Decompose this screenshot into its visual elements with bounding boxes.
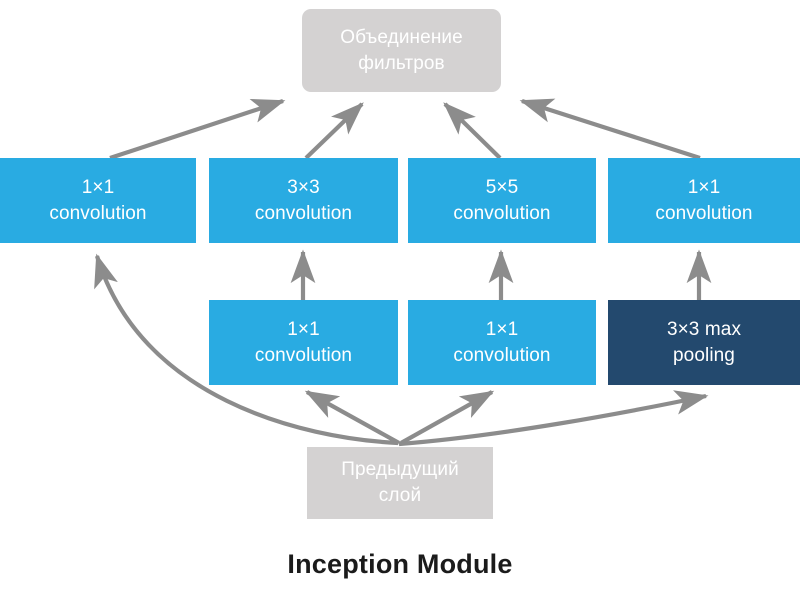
node-conv-3x3-label: 3×3 convolution	[254, 176, 353, 224]
node-conv-1x1-reduce-b[interactable]: 1×1 convolution	[209, 300, 398, 385]
node-previous-layer-label: Предыдущий слой	[341, 459, 459, 506]
node-filter-concatenation-label: Объединение фильтров	[340, 26, 463, 74]
arrow-prev-to-reduce-b	[304, 390, 401, 445]
node-conv-1x1-a-label: 1×1 convolution	[49, 176, 147, 224]
node-maxpool-3x3-label: 3×3 max pooling	[666, 318, 742, 366]
arrow-conv5x5-to-concat	[443, 102, 502, 160]
node-maxpool-3x3[interactable]: 3×3 max pooling	[608, 300, 800, 385]
node-filter-concatenation[interactable]: Объединение фильтров	[302, 9, 501, 92]
arrow-prev-to-maxpool	[398, 390, 709, 447]
node-conv-1x1-reduce-c[interactable]: 1×1 convolution	[408, 300, 596, 385]
node-previous-layer[interactable]: Предыдущий слой	[307, 447, 493, 519]
arrow-conv3x3-to-concat	[304, 102, 364, 160]
arrow-conv1x1a-to-concat	[109, 98, 286, 160]
node-conv-5x5[interactable]: 5×5 convolution	[408, 158, 596, 243]
arrow-prev-to-reduce-c	[399, 390, 495, 445]
node-conv-1x1-reduce-b-label: 1×1 convolution	[254, 318, 353, 366]
node-conv-1x1-d-label: 1×1 convolution	[655, 176, 753, 224]
diagram-title: Inception Module	[287, 549, 513, 579]
arrow-conv1x1d-to-concat	[519, 98, 701, 160]
node-conv-3x3[interactable]: 3×3 convolution	[209, 158, 398, 243]
node-conv-5x5-label: 5×5 convolution	[453, 176, 551, 224]
node-conv-1x1-d[interactable]: 1×1 convolution	[608, 158, 800, 243]
node-conv-1x1-a[interactable]: 1×1 convolution	[0, 158, 196, 243]
node-conv-1x1-reduce-c-label: 1×1 convolution	[453, 318, 551, 366]
